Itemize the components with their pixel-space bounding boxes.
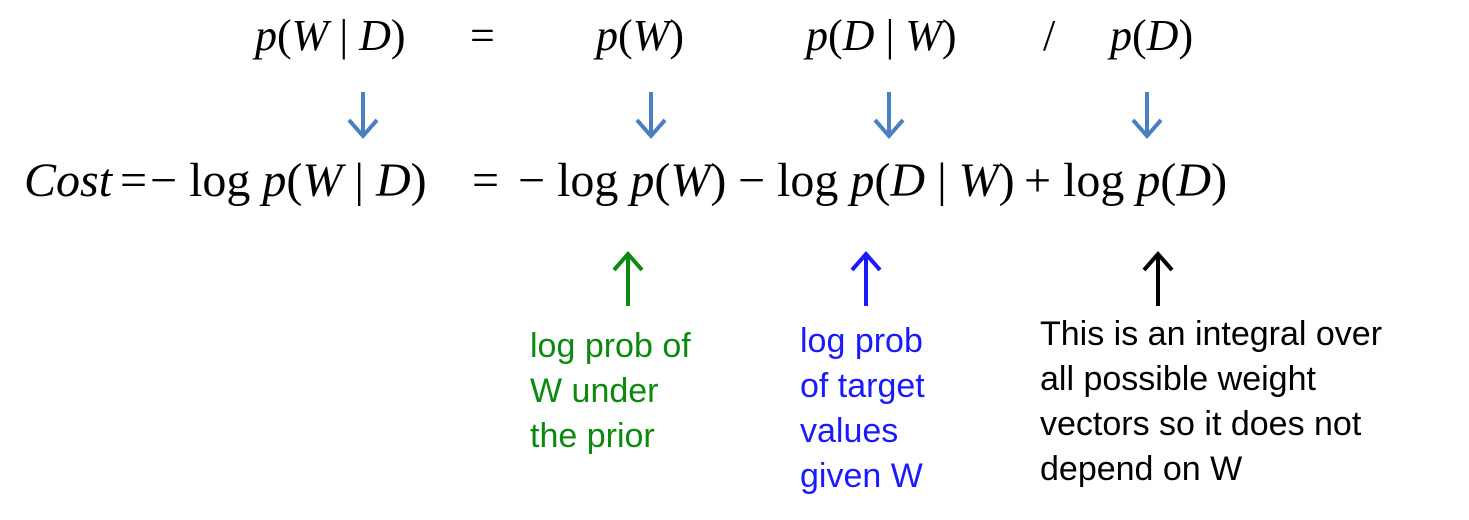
evidence-annotation-line: vectors so it does not bbox=[1040, 405, 1362, 443]
plus-log-evidence: + log p(D) bbox=[1024, 154, 1228, 207]
evidence-annotation: This is an integral over all possible we… bbox=[1040, 312, 1382, 492]
up-arrow-likelihood bbox=[850, 250, 882, 306]
down-arrow-likelihood bbox=[873, 92, 905, 140]
equals-sign: = bbox=[470, 11, 495, 60]
down-arrow-prior bbox=[635, 92, 667, 140]
likelihood-annotation-line: of target bbox=[800, 367, 925, 405]
up-arrow-evidence bbox=[1142, 250, 1174, 306]
neg-log-posterior: − log p(W | D) bbox=[150, 154, 427, 207]
likelihood-annotation-line: values bbox=[800, 412, 899, 450]
down-arrow-evidence bbox=[1131, 92, 1163, 140]
down-arrow-posterior bbox=[347, 92, 379, 140]
prior-annotation: log prob of W under the prior bbox=[530, 324, 691, 459]
evidence-annotation-line: depend on W bbox=[1040, 450, 1243, 488]
up-arrow-prior bbox=[612, 250, 644, 306]
evidence-term: p(D) bbox=[1110, 11, 1194, 60]
prior-annotation-line: the prior bbox=[530, 417, 655, 455]
prior-annotation-line: W under bbox=[530, 372, 659, 410]
likelihood-annotation-line: log prob bbox=[800, 322, 923, 360]
prior-annotation-line: log prob of bbox=[530, 327, 691, 365]
cost-label: Cost bbox=[24, 154, 113, 207]
divide-sign: / bbox=[1043, 11, 1056, 60]
likelihood-annotation: log prob of target values given W bbox=[800, 319, 925, 499]
second-equals-sign: = bbox=[472, 154, 500, 207]
evidence-annotation-line: all possible weight bbox=[1040, 360, 1316, 398]
evidence-annotation-line: This is an integral over bbox=[1040, 315, 1383, 353]
posterior-term: p(W | D) bbox=[255, 11, 406, 60]
cost-equals-sign: = bbox=[120, 154, 148, 207]
neg-log-likelihood: − log p(D | W) bbox=[738, 154, 1015, 207]
neg-log-prior: − log p(W) bbox=[518, 154, 727, 207]
prior-term: p(W) bbox=[596, 11, 684, 60]
likelihood-annotation-line: given W bbox=[800, 457, 923, 495]
likelihood-term: p(D | W) bbox=[806, 11, 957, 60]
